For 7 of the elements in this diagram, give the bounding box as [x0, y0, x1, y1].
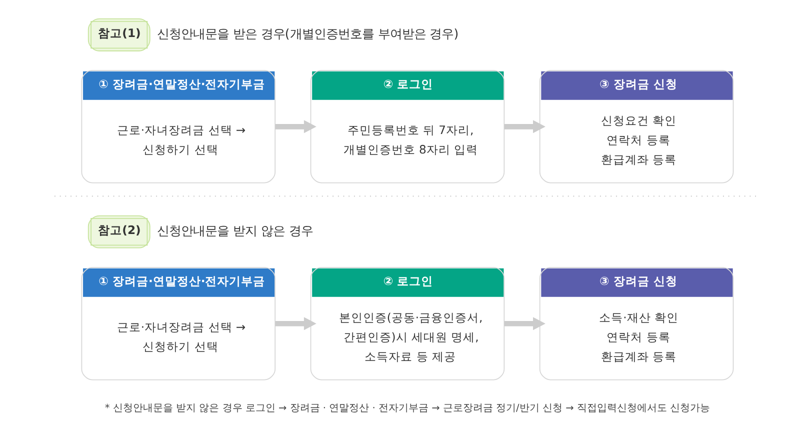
arrow: [275, 317, 316, 330]
arrow: [504, 317, 546, 330]
arrow: [275, 120, 316, 134]
node-label: 신청안내문을 받은 경우(개별인증번호를 부여받은 경우): [157, 26, 459, 42]
label: * 신청안내문을 받지 않은 경우 로그인 → 장려금 · 연말정산 · 전자기부금 → 근로장려금 정기/반기 신청 → 직접입력신청에서도 신청가능: [104, 402, 710, 414]
node-label: 신청안내문을 받지 않은 경우: [157, 223, 313, 238]
arrow: [504, 120, 546, 134]
